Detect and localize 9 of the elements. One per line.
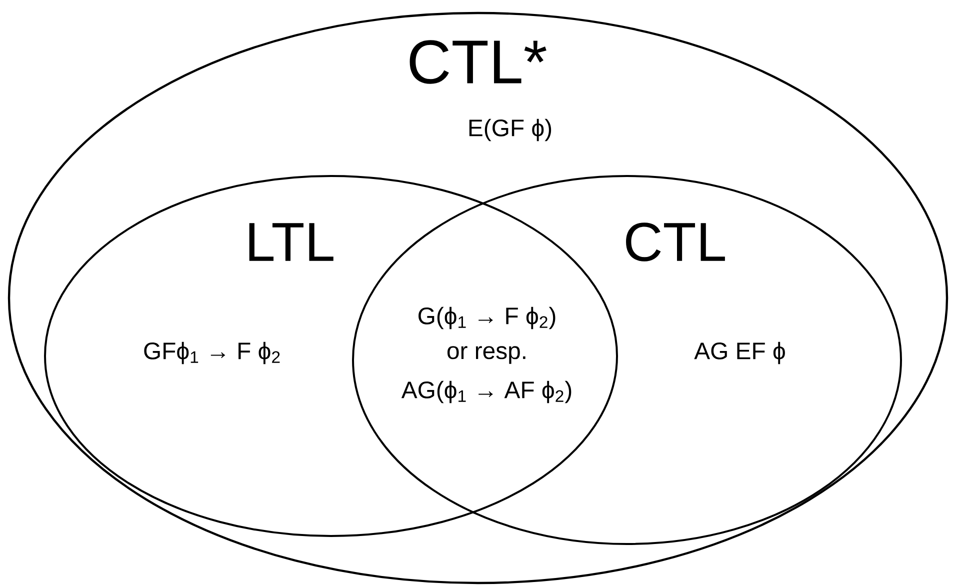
set-title: CTL xyxy=(626,222,725,262)
formula: G(ϕ$_{1}$ → F ϕ$_{2}$) xyxy=(418,306,556,330)
formula: or resp. xyxy=(447,346,526,364)
formula: E(GF ϕ) xyxy=(469,118,552,142)
formula: AG(ϕ$_{1}$ → AF ϕ$_{2}$) xyxy=(401,380,572,404)
set-title: LTL xyxy=(249,223,334,261)
formula: AG EF ϕ xyxy=(694,342,785,364)
set-title: CTL* xyxy=(410,40,546,84)
formula: GFϕ$_{1}$ → F ϕ$_{2}$ xyxy=(144,342,280,364)
